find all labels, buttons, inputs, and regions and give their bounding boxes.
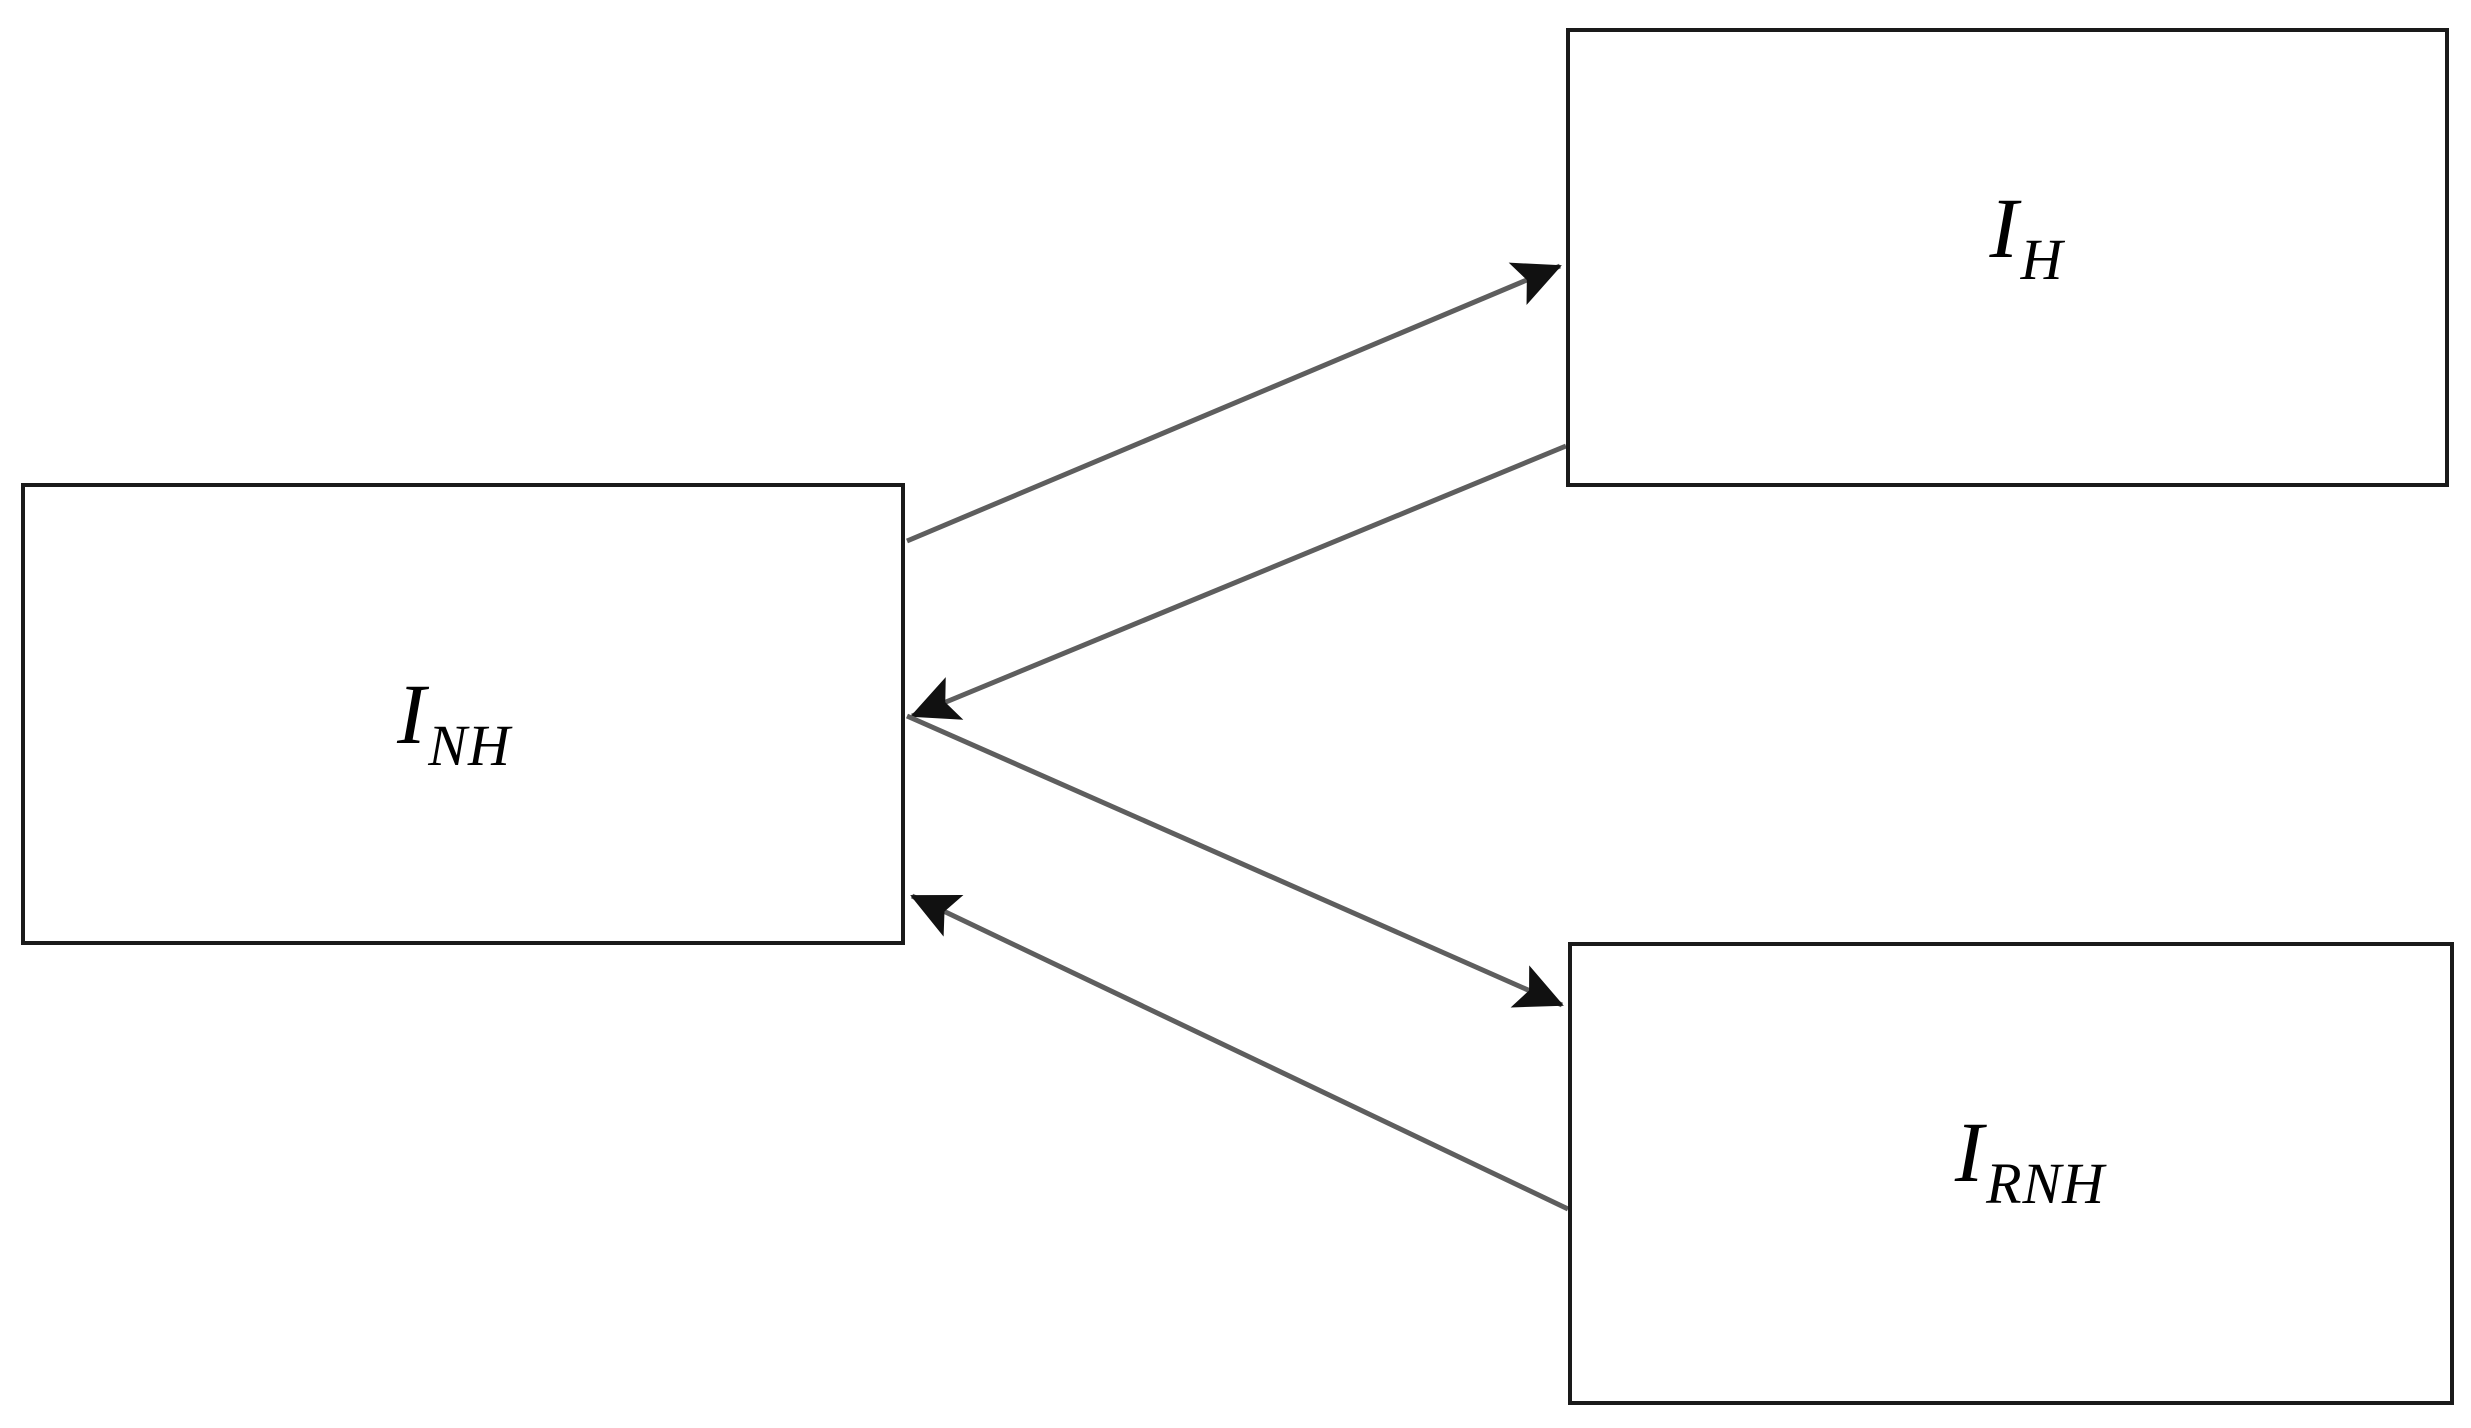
node-label-ih: IH	[1989, 185, 2062, 289]
node-box-irnh[interactable]: IRNH	[1568, 942, 2454, 1405]
node-label-inh: INH	[397, 671, 510, 775]
edge-inh-to-irnh	[905, 713, 1564, 1008]
edge-ih-to-inh	[910, 443, 1567, 720]
node-box-ih[interactable]: IH	[1566, 28, 2449, 487]
node-label-ih-base: I	[1989, 179, 2019, 276]
edge-inh-to-ih	[906, 262, 1562, 544]
node-label-irnh-subscript: RNH	[1986, 1150, 2106, 1216]
node-label-irnh-base: I	[1954, 1103, 1985, 1200]
node-label-inh-subscript: NH	[428, 713, 511, 778]
node-label-ih-subscript: H	[2020, 226, 2064, 292]
node-label-irnh: IRNH	[1955, 1109, 2104, 1213]
node-box-inh[interactable]: INH	[21, 483, 905, 945]
edge-irnh-to-inh	[910, 893, 1570, 1212]
node-label-inh-base: I	[397, 666, 427, 762]
